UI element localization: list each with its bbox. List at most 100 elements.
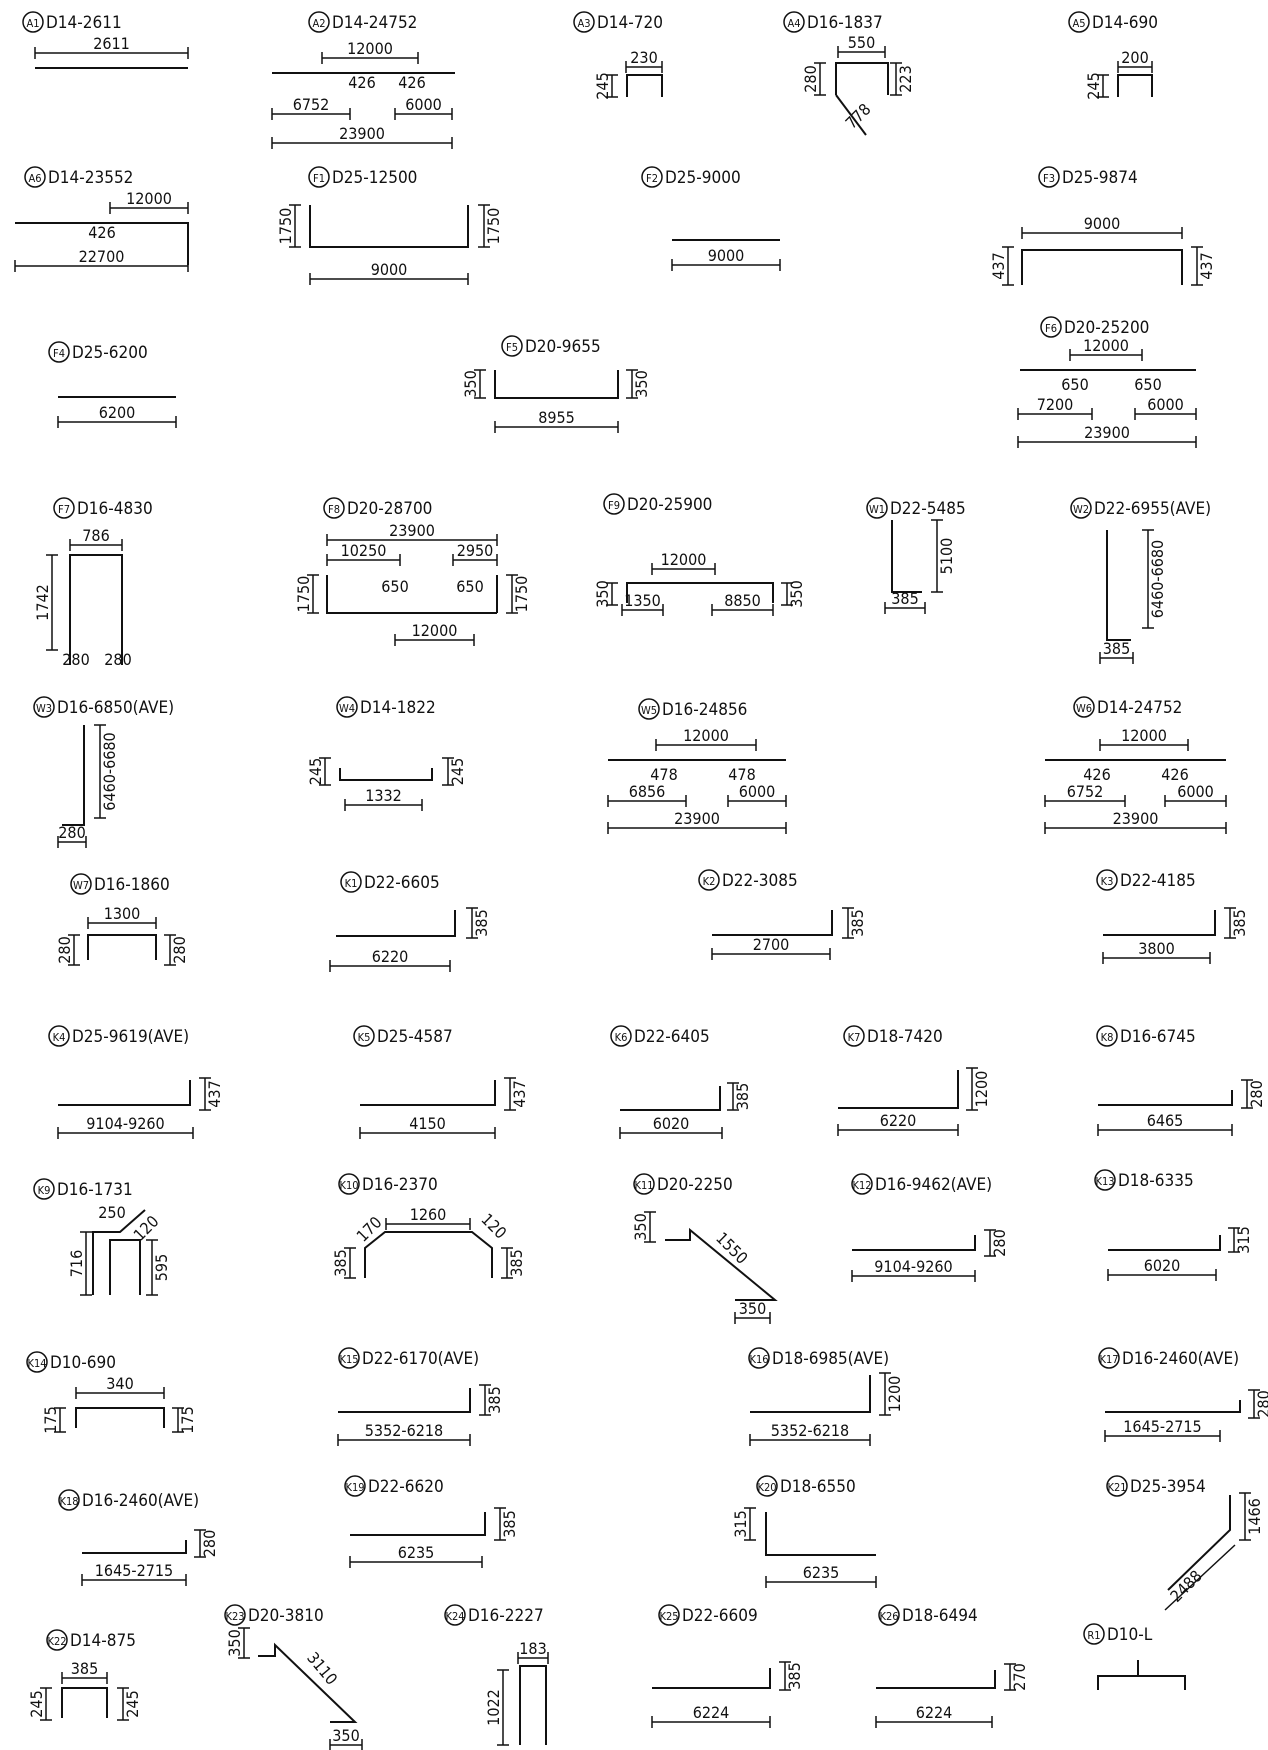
dimension-label: 9104-9260 (86, 1114, 164, 1133)
bar-id-label: K3 (1101, 875, 1114, 888)
bar-id-label: K20 (757, 1481, 776, 1494)
bar-id-badge (1073, 696, 1095, 718)
bar-title: D22-6605 (364, 873, 440, 893)
bar-shape (665, 1227, 778, 1301)
bar-title: D16-4830 (77, 499, 153, 519)
bar-id-label: R1 (1087, 1629, 1100, 1642)
dimension-label: 1750 (512, 576, 531, 613)
bar-title: D16-2370 (362, 1175, 438, 1195)
bar-id-label: A5 (1072, 17, 1085, 30)
bar-id-badge (46, 1629, 68, 1651)
dimension-label: 1645-2715 (1123, 1417, 1201, 1436)
bar-id-label: A2 (312, 17, 325, 30)
bar-id-badge (340, 871, 362, 893)
bar-shape (326, 575, 400, 614)
dimension-label: 175 (41, 1406, 60, 1433)
dimension-label: 23900 (674, 809, 720, 828)
bar-shape (652, 1668, 771, 1689)
dimension-label: 385 (785, 1662, 804, 1689)
dimension-label: 1300 (104, 904, 141, 923)
dimension-label: 426 (348, 73, 375, 92)
dimension-label: 5100 (937, 538, 956, 575)
bar-id-badge (1040, 316, 1062, 338)
dimension-label: 12000 (1121, 726, 1167, 745)
dimension-label: 183 (519, 1639, 546, 1658)
dimension-label: 350 (461, 370, 480, 397)
dimension-label: 426 (398, 73, 425, 92)
dimension-label: 245 (593, 72, 612, 99)
bar-title: D22-6955(AVE) (1094, 499, 1211, 519)
dimension-label: 385 (500, 1510, 519, 1537)
bar-title: D22-5485 (890, 499, 966, 519)
bar-shape (360, 1080, 496, 1106)
bar-title: D18-6985(AVE) (772, 1349, 889, 1369)
bar-shape (1108, 1235, 1221, 1251)
bar-id-badge (22, 11, 44, 33)
bar-shape (338, 1388, 471, 1413)
dimension-label: 6224 (916, 1703, 953, 1722)
bar-shape (712, 910, 833, 936)
bar-shape (1167, 1495, 1231, 1591)
bar-id-label: W5 (641, 704, 657, 717)
bar-id-badge (610, 1025, 632, 1047)
bar-id-label: K13 (1095, 1175, 1114, 1188)
dimension-label: 350 (631, 1213, 650, 1240)
dimension-label: 1750 (294, 576, 313, 613)
dimension-label: 6000 (405, 95, 442, 114)
bar-id-label: K6 (615, 1031, 628, 1044)
bar-id-label: F4 (53, 347, 65, 360)
dimension-label: 12000 (683, 726, 729, 745)
dimension-label: 1466 (1245, 1498, 1264, 1535)
bar-title: D25-6200 (72, 343, 148, 363)
bar-id-badge (53, 497, 75, 519)
bar-title: D14-875 (70, 1631, 136, 1651)
bar-id-label: K16 (749, 1353, 768, 1366)
dimension-label: 5352-6218 (365, 1421, 443, 1440)
dimension-label: 385 (485, 1386, 504, 1413)
dimension-label: 6020 (1144, 1256, 1181, 1275)
dimension-label: 437 (1197, 252, 1216, 279)
bar-title: D16-1837 (807, 13, 883, 33)
bar-shape (1097, 1675, 1186, 1690)
dimension-label: 350 (632, 370, 651, 397)
bar-title: D20-25200 (1064, 318, 1149, 338)
dimension-label: 280 (1254, 1390, 1268, 1417)
bar-title: D18-6335 (1118, 1171, 1194, 1191)
bar-title: D25-12500 (332, 168, 417, 188)
bar-id-label: K19 (345, 1481, 364, 1494)
bar-shape (494, 370, 619, 399)
bar-line (835, 94, 867, 136)
dimension-label: 778 (842, 100, 875, 133)
bar-id-badge (353, 1025, 375, 1047)
dimension-label: 650 (456, 577, 483, 596)
bar-shape (626, 582, 774, 603)
dimension-label: 1742 (33, 584, 52, 621)
dimension-label: 12000 (347, 39, 393, 58)
bar-id-badge (603, 493, 625, 515)
dimension-label: 385 (472, 909, 491, 936)
bar-id-badge (33, 696, 55, 718)
bar-title: D16-2227 (468, 1606, 544, 1626)
bar-id-badge (1038, 166, 1060, 188)
bar-id-label: K9 (38, 1184, 51, 1197)
bar-shape (626, 74, 663, 97)
bar-id-label: K21 (1107, 1481, 1126, 1494)
bar-id-badge (1068, 11, 1090, 33)
